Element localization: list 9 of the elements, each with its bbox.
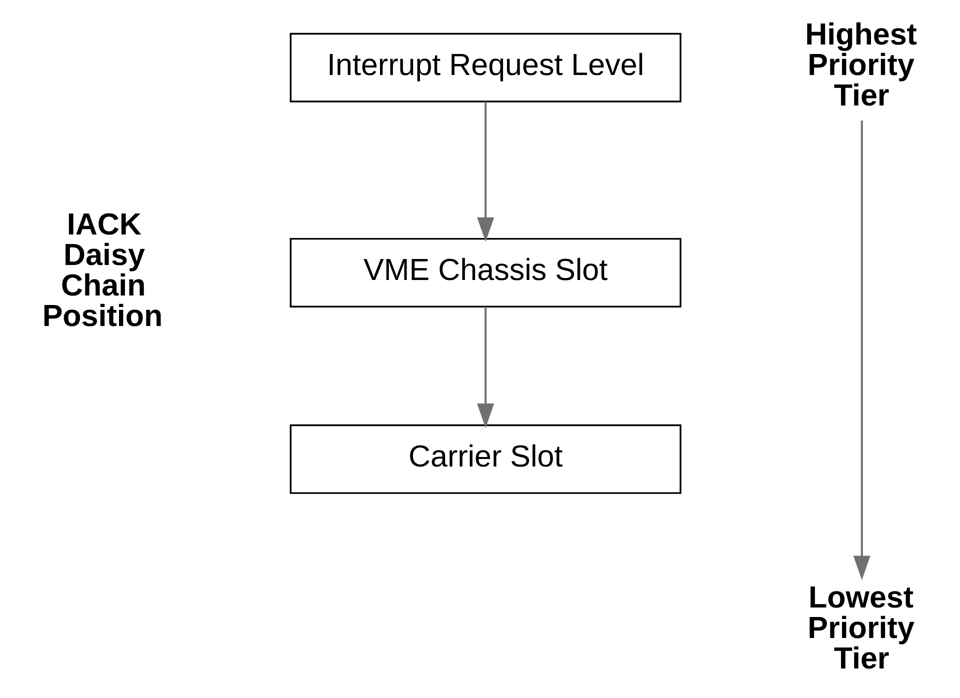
arrow — [852, 120, 870, 580]
arrow — [476, 306, 494, 428]
node-box: VME Chassis Slot — [289, 238, 681, 308]
node-box: Carrier Slot — [289, 424, 681, 494]
label: IACK Daisy Chain Position — [42, 207, 162, 333]
node-text: Lowest Priority Tier — [807, 580, 914, 676]
node-box: Interrupt Request Level — [289, 32, 681, 102]
node-text: Highest Priority Tier — [804, 18, 916, 113]
arrow — [476, 102, 494, 242]
